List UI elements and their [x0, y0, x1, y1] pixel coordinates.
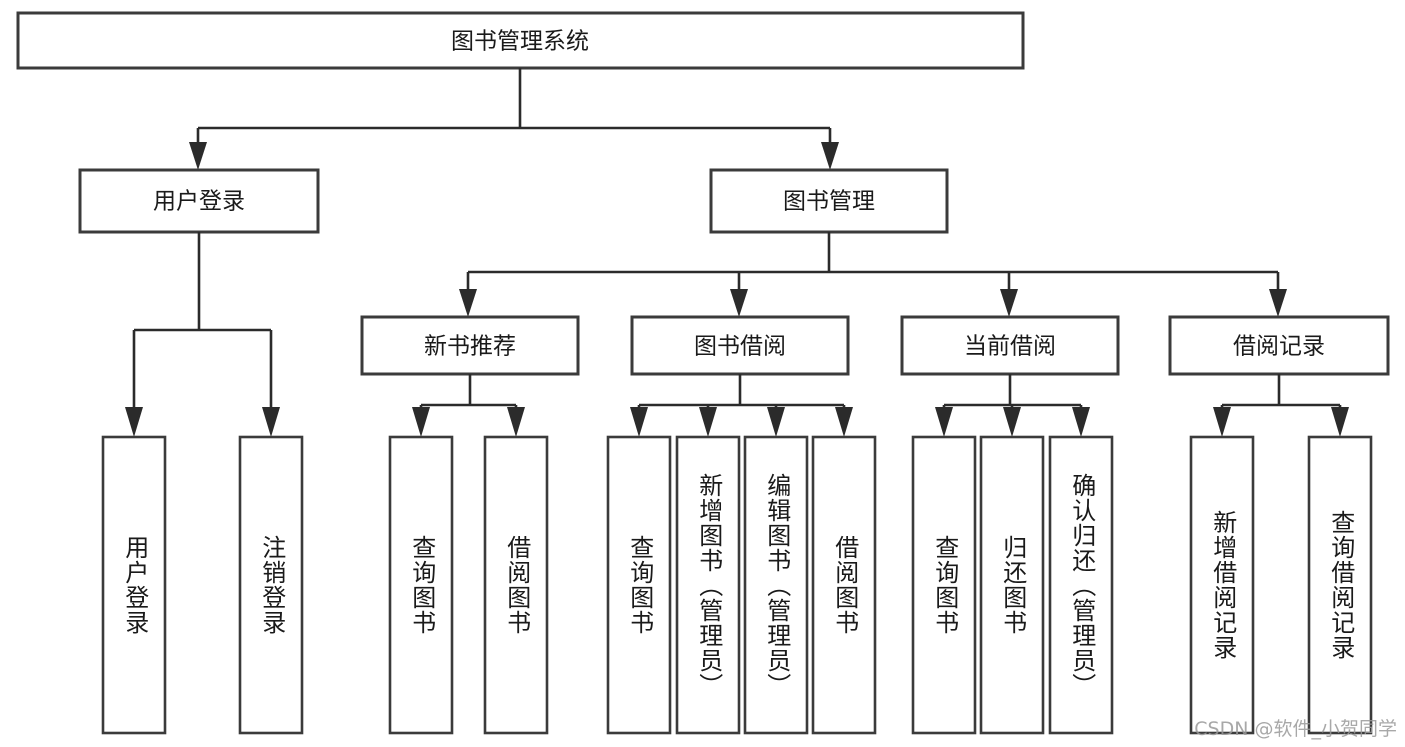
leaf-box-new-book-query[interactable]: [388, 435, 454, 735]
leaf-box-borrow-record-add[interactable]: [1189, 435, 1255, 735]
arrow-current-borrow-leaf-1: [935, 407, 953, 437]
node-user-login[interactable]: 用户登录: [78, 168, 320, 234]
leaf-box-book-borrow-borrow[interactable]: [811, 435, 877, 735]
leaf-box-current-borrow-return[interactable]: [979, 435, 1045, 735]
arrow-user-login-leaf-1: [125, 407, 143, 437]
arrow-level3-3: [1000, 289, 1018, 317]
arrow-new-book-leaf-2: [507, 407, 525, 437]
arrow-current-borrow-leaf-2: [1003, 407, 1021, 437]
arrow-borrow-record-leaf-2: [1331, 407, 1349, 437]
arrow-book-borrow-leaf-2: [699, 407, 717, 437]
root-label: 图书管理系统: [451, 29, 589, 55]
arrow-book-borrow-leaf-4: [835, 407, 853, 437]
book-borrow-box: [630, 315, 850, 376]
current-borrow-label: 当前借阅: [964, 334, 1056, 360]
node-book-management[interactable]: 图书管理: [709, 168, 949, 234]
watermark: CSDN @软件_小贺同学: [1194, 718, 1397, 740]
leaf-box-new-book-borrow[interactable]: [483, 435, 549, 735]
arrow-level3-2: [730, 289, 748, 317]
current-borrow-box: [900, 315, 1120, 376]
leaf-box-borrow-record-query[interactable]: [1307, 435, 1373, 735]
leaf-box-user-login-login[interactable]: [101, 435, 167, 735]
arrow-level2-2: [821, 142, 839, 170]
user-login-label: 用户登录: [153, 189, 245, 215]
arrow-level3-4: [1269, 289, 1287, 317]
root-box: [16, 11, 1025, 70]
book-management-label: 图书管理: [783, 189, 875, 215]
arrow-borrow-record-leaf-1: [1213, 407, 1231, 437]
arrow-book-borrow-leaf-1: [630, 407, 648, 437]
borrow-record-label: 借阅记录: [1233, 334, 1325, 360]
leaf-box-book-borrow-query[interactable]: [606, 435, 672, 735]
leaf-box-current-borrow-confirm[interactable]: [1048, 435, 1114, 735]
arrow-user-login-leaf-2: [262, 407, 280, 437]
leaf-box-current-borrow-query[interactable]: [911, 435, 977, 735]
book-management-box: [709, 168, 949, 234]
leaf-box-book-borrow-edit[interactable]: [743, 435, 809, 735]
new-book-recommend-label: 新书推荐: [424, 334, 516, 360]
node-root[interactable]: 图书管理系统: [16, 11, 1025, 70]
new-book-recommend-box: [360, 315, 580, 376]
node-current-borrow[interactable]: 当前借阅: [900, 315, 1120, 376]
arrow-level3-1: [459, 289, 477, 317]
arrow-book-borrow-leaf-3: [767, 407, 785, 437]
node-book-borrow[interactable]: 图书借阅: [630, 315, 850, 376]
book-borrow-label: 图书借阅: [694, 334, 786, 360]
arrow-level2-1: [189, 142, 207, 170]
leaf-box-book-borrow-add[interactable]: [675, 435, 741, 735]
arrow-new-book-leaf-1: [412, 407, 430, 437]
leaf-box-user-login-logout[interactable]: [238, 435, 304, 735]
borrow-record-box: [1168, 315, 1390, 376]
node-new-book-recommend[interactable]: 新书推荐: [360, 315, 580, 376]
node-borrow-record[interactable]: 借阅记录: [1168, 315, 1390, 376]
arrow-current-borrow-leaf-3: [1072, 407, 1090, 437]
